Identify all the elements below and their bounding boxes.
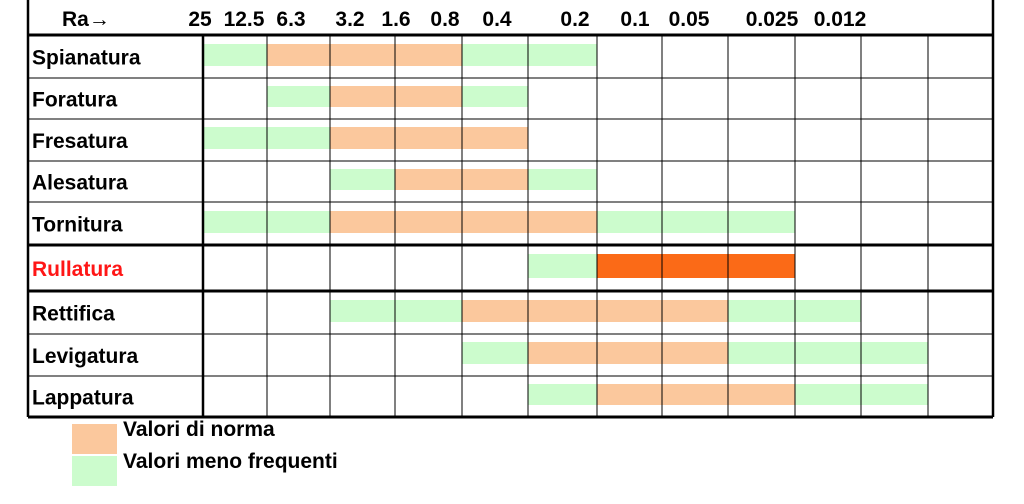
cell-freq <box>395 300 462 322</box>
cell-freq <box>861 342 928 364</box>
legend-item-freq: Valori meno frequenti <box>72 450 512 486</box>
cell-freq <box>267 86 330 107</box>
legend-label-norm: Valori di norma <box>123 418 275 441</box>
cell-norm <box>462 127 528 149</box>
cell-norm <box>528 300 597 322</box>
cell-hi <box>728 254 795 278</box>
corner-label: Ra→ <box>62 8 110 31</box>
column-header: 0.05 <box>669 8 710 31</box>
roughness-table: Ra→ 25 12.5 6.3 3.2 1.6 0.8 0.4 0.2 0.1 0.05 0.025 0… <box>26 0 995 419</box>
cell-freq <box>528 384 597 405</box>
cell-freq <box>861 384 928 405</box>
cell-norm <box>597 342 662 364</box>
cell-norm <box>395 127 462 149</box>
cell-norm <box>597 300 662 322</box>
legend-label-freq: Valori meno frequenti <box>123 450 338 473</box>
column-header: 0.1 <box>620 8 650 31</box>
column-header: 0.4 <box>482 8 512 31</box>
cell-norm <box>462 211 528 233</box>
cell-norm <box>330 127 395 149</box>
cell-norm <box>528 342 597 364</box>
legend-swatch-freq <box>72 456 117 486</box>
cell-freq <box>203 211 267 233</box>
cell-norm <box>395 44 462 66</box>
cell-freq <box>203 44 267 66</box>
cell-freq <box>795 384 861 405</box>
cell-freq <box>330 169 395 190</box>
legend-swatch-norm <box>72 424 117 454</box>
row-label: Rullatura <box>32 258 123 281</box>
column-header: 25 <box>188 8 212 31</box>
cell-freq <box>330 300 395 322</box>
cell-norm <box>462 300 528 322</box>
cell-freq <box>662 211 728 233</box>
cell-hi <box>597 254 662 278</box>
column-header: 12.5 <box>224 8 265 31</box>
cell-freq <box>462 86 528 107</box>
cell-freq <box>528 169 597 190</box>
column-header: 6.3 <box>276 8 305 31</box>
column-header: 1.6 <box>381 8 410 31</box>
cell-freq <box>728 211 795 233</box>
cell-freq <box>462 44 528 66</box>
column-header: 0.012 <box>814 8 867 31</box>
cell-norm <box>528 211 597 233</box>
cell-norm <box>395 211 462 233</box>
cell-freq <box>267 127 330 149</box>
cell-freq <box>728 342 795 364</box>
cell-norm <box>330 44 395 66</box>
column-header: 0.025 <box>746 8 799 31</box>
cell-freq <box>597 211 662 233</box>
row-label: Tornitura <box>32 214 123 237</box>
cell-norm <box>330 86 395 107</box>
cell-norm <box>597 384 662 405</box>
row-label: Lappatura <box>32 387 134 410</box>
cell-freq <box>795 300 861 322</box>
cell-freq <box>795 342 861 364</box>
cell-norm <box>462 169 528 190</box>
row-label: Rettifica <box>32 303 115 326</box>
cell-freq <box>203 127 267 149</box>
row-label: Foratura <box>32 89 118 112</box>
row-label: Alesatura <box>32 172 128 195</box>
cell-norm <box>330 211 395 233</box>
cell-freq <box>528 254 597 278</box>
cell-freq <box>267 211 330 233</box>
cell-norm <box>728 384 795 405</box>
row-label: Spianatura <box>32 47 141 70</box>
cell-freq <box>528 44 597 66</box>
cell-norm <box>662 342 728 364</box>
cell-freq <box>728 300 795 322</box>
column-header: 3.2 <box>335 8 364 31</box>
column-header: 0.8 <box>430 8 460 31</box>
cell-norm <box>395 86 462 107</box>
cell-norm <box>395 169 462 190</box>
row-label: Fresatura <box>32 130 128 153</box>
cell-freq <box>462 342 528 364</box>
cell-norm <box>267 44 330 66</box>
cell-hi <box>662 254 728 278</box>
row-label: Levigatura <box>32 345 139 368</box>
cell-norm <box>662 300 728 322</box>
legend-item-norm: Valori di norma <box>72 418 512 454</box>
cell-norm <box>662 384 728 405</box>
column-header: 0.2 <box>560 8 589 31</box>
